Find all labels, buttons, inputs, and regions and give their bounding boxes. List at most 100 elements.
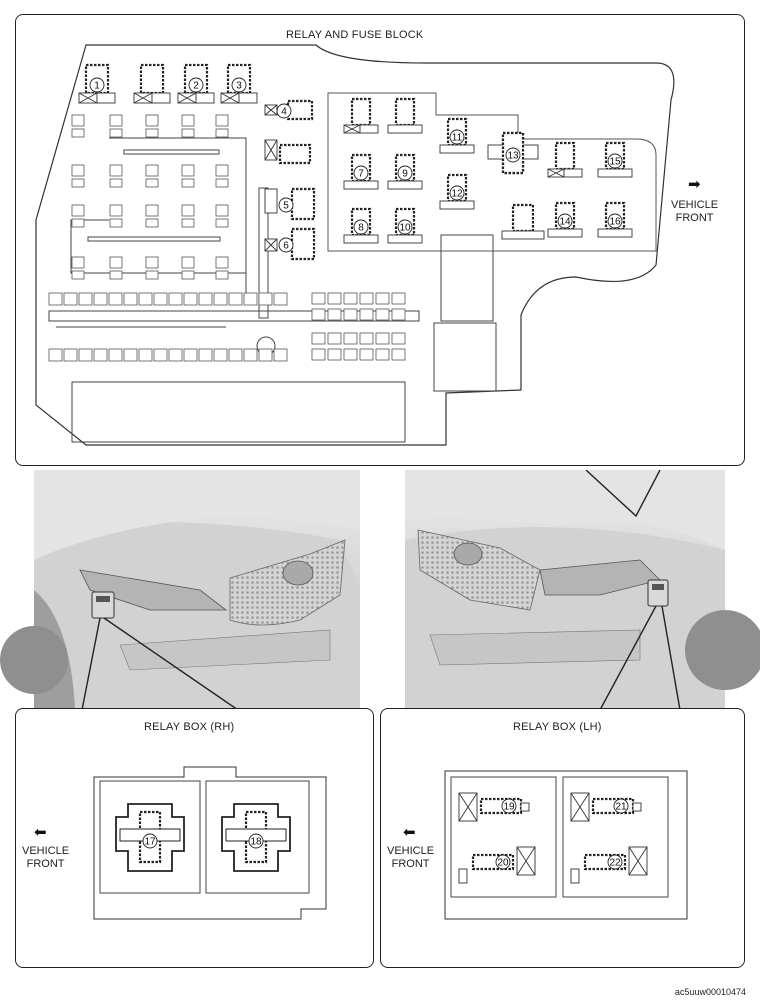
fuse-slot: [359, 348, 374, 361]
relay-box-lh-title: RELAY BOX (LH): [513, 721, 602, 733]
fuse-slot: [391, 332, 406, 345]
fuse-slot: [181, 164, 195, 177]
relay-4-badge: [276, 103, 292, 119]
relay-19-badge: [501, 798, 517, 814]
fuse-slot: [48, 292, 63, 306]
fuse-slot: [181, 114, 195, 127]
fuse-slot: [71, 128, 85, 138]
relay-5-number: 5: [283, 201, 289, 212]
relay-5-badge: [278, 197, 294, 213]
fuse-slot: [145, 178, 159, 188]
fuse-slot: [343, 348, 358, 361]
relay-10: 10: [387, 207, 423, 244]
relay-13: 13: [487, 131, 539, 175]
fuse-slot: [109, 114, 123, 127]
fuse-slot: [215, 128, 229, 138]
fuse-slot: [359, 308, 374, 321]
fuse-slot: [168, 348, 183, 362]
fuse-slot: [213, 292, 228, 306]
relay-11: 11: [439, 117, 475, 154]
fuse-slot: [181, 270, 195, 280]
fuse-slot: [311, 348, 326, 361]
relay-slot: [133, 63, 171, 104]
relay-13-badge: [505, 147, 521, 163]
fuse-slot: [243, 348, 258, 362]
relay-10-number: 10: [399, 223, 411, 234]
relay-17-badge: [142, 833, 158, 849]
fuse-slot: [375, 292, 390, 305]
relay-17-number: 17: [144, 837, 156, 848]
relay-slot: [501, 203, 545, 240]
relay-12: 12: [439, 173, 475, 210]
block-outline: [35, 44, 675, 446]
fuse-slot: [391, 348, 406, 361]
relay-6-number: 6: [283, 241, 289, 252]
fuse-slot: [123, 348, 138, 362]
relay-16-number: 16: [609, 217, 621, 228]
relay-18-number: 18: [250, 837, 262, 848]
car-photo-left: [0, 470, 360, 708]
fuse-slot: [145, 128, 159, 138]
fuse-slot: [123, 292, 138, 306]
relay-14: 14: [547, 201, 583, 238]
fuse-slot: [168, 292, 183, 306]
fuse-slot: [78, 348, 93, 362]
fuse-slot: [71, 164, 85, 177]
fuse-slot: [71, 204, 85, 217]
relay-22-badge: [607, 854, 623, 870]
fuse-slot: [109, 178, 123, 188]
fuse-slot: [63, 348, 78, 362]
relay-box-rh-title: RELAY BOX (RH): [144, 721, 235, 733]
relay-8-number: 8: [358, 223, 364, 234]
fuse-slot: [138, 348, 153, 362]
fuse-slot: [311, 292, 326, 305]
fuse-slot: [109, 256, 123, 269]
fuse-slot: [153, 292, 168, 306]
fuse-slot: [145, 204, 159, 217]
fuse-slot: [145, 114, 159, 127]
fuse-slot: [145, 164, 159, 177]
relay-16: 16: [597, 201, 633, 238]
fuse-slot: [359, 332, 374, 345]
relay-19: 19: [458, 792, 530, 822]
relay-7-badge: [353, 165, 369, 181]
relay-slot: 2: [177, 63, 215, 104]
fuse-slot: [258, 292, 273, 306]
fuse-slot: [71, 270, 85, 280]
relay-15: 15: [597, 141, 633, 178]
relay-box-rh-vehicle-front-label: VEHICLE FRONT: [22, 845, 70, 870]
fuse-slot: [198, 348, 213, 362]
fuse-slot: [359, 292, 374, 305]
relay-slot: [264, 139, 312, 165]
fuse-slot: [213, 348, 228, 362]
fuse-slot: [183, 292, 198, 306]
fuse-slot: [327, 348, 342, 361]
fuse-slot: [311, 332, 326, 345]
fuse-slot: [343, 332, 358, 345]
fuse-slot: [181, 204, 195, 217]
relay-2-badge: [188, 77, 204, 93]
relay-16-badge: [607, 213, 623, 229]
relay-7: 7: [343, 153, 379, 190]
fuse-slot: [258, 348, 273, 362]
fuse-slot: [109, 128, 123, 138]
relay-13-number: 13: [507, 151, 519, 162]
relay-11-number: 11: [452, 133, 463, 144]
fuse-slot: [343, 292, 358, 305]
vehicle-front-label: VEHICLE FRONT: [671, 199, 719, 224]
relay-11-badge: [449, 129, 465, 145]
relay-subpanel-outline: [327, 92, 657, 252]
arrow-left-icon: ⬅: [34, 824, 47, 841]
fuse-slot: [215, 218, 229, 228]
relay-18: 18: [221, 803, 291, 872]
fuse-grid: [48, 114, 406, 362]
fuse-slot: [375, 308, 390, 321]
relay-2-number: 2: [193, 81, 199, 92]
fuse-slot: [183, 348, 198, 362]
fuse-slot: [215, 164, 229, 177]
relay-21: 21: [570, 792, 642, 822]
